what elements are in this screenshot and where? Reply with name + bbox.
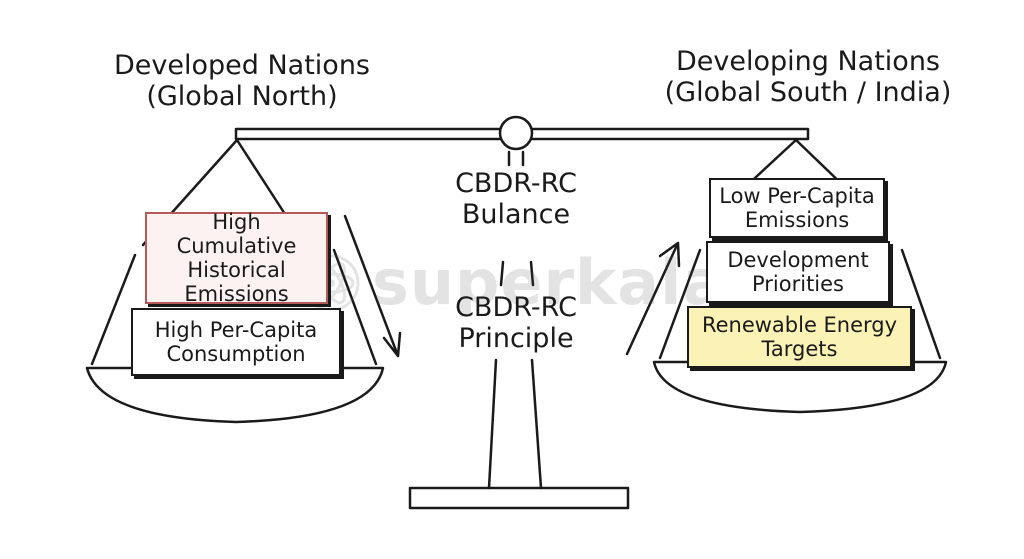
right-pan-side-left <box>658 248 702 360</box>
scale-pillar-right-edge <box>530 358 543 490</box>
right-pan-bowl <box>652 360 948 414</box>
scale-pillar-left-edge <box>487 358 498 490</box>
developing-nations-title: Developing Nations <box>675 46 940 77</box>
development-priorities-label: Development Priorities <box>727 247 869 296</box>
cbdr-principle-label: CBDR-RC Principle <box>430 292 602 354</box>
cbdr-balance-line1: CBDR-RC <box>455 168 577 199</box>
left-pan-side-left <box>90 253 137 366</box>
development-priorities-box: Development Priorities <box>706 241 890 303</box>
left-pan-side-right <box>332 248 378 366</box>
cbdr-balance-label: CBDR-RC Bulance <box>430 168 602 230</box>
cbdr-principle-line1: CBDR-RC <box>455 292 577 323</box>
renewable-energy-targets-box: Renewable Energy Targets <box>687 306 912 368</box>
developing-nations-subtitle: (Global South / India) <box>664 77 952 109</box>
down-arrow <box>343 214 402 358</box>
developed-nations-title: Developed Nations <box>113 50 370 81</box>
scale-pillar-top <box>507 150 525 167</box>
high-per-capita-consumption-box: High Per-Capita Consumption <box>131 308 341 376</box>
low-per-capita-emissions-box: Low Per-Capita Emissions <box>709 178 885 238</box>
renewable-energy-targets-label: Renewable Energy Targets <box>701 312 898 361</box>
developing-nations-heading: Developing Nations (Global South / India… <box>648 46 968 108</box>
up-arrow <box>625 241 681 356</box>
scale-pivot <box>498 115 534 151</box>
cbdr-principle-line2: Principle <box>458 323 574 355</box>
low-per-capita-emissions-label: Low Per-Capita Emissions <box>719 183 875 232</box>
developed-nations-heading: Developed Nations (Global North) <box>92 50 392 112</box>
right-pan-side-right <box>900 248 942 360</box>
scale-pillar-segment <box>499 260 535 287</box>
high-per-capita-consumption-label: High Per-Capita Consumption <box>154 317 318 366</box>
high-historical-emissions-box: High Cumulative Historical Emissions <box>145 209 328 307</box>
developed-nations-subtitle: (Global North) <box>146 81 338 113</box>
left-pan-bowl <box>85 366 385 424</box>
scale-base <box>408 486 630 510</box>
cbdr-balance-line2: Bulance <box>461 199 571 231</box>
high-historical-emissions-label: High Cumulative Historical Emissions <box>176 209 297 307</box>
